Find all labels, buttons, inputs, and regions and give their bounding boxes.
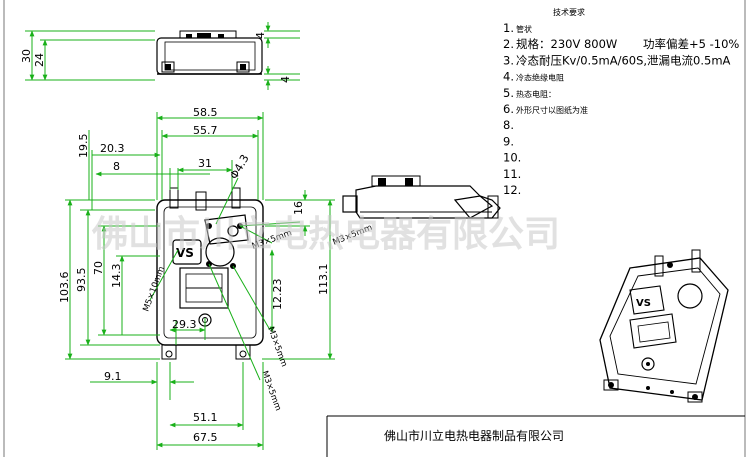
dim-14-3: 14.3 [110,264,123,289]
dim-55-7: 55.7 [193,124,218,137]
drawing-frame [3,0,746,457]
dim-12-23: 12.23 [271,279,284,311]
note-text: 冷态绝缘电阻 [516,73,564,83]
note-number: 3. [503,53,514,67]
dim-30: 30 [20,49,33,63]
note-text: 冷态耐压Kv/0.5mA/60S,泄漏电流0.5mA [516,53,731,67]
note-number: 1. [503,21,514,35]
dim-phi-4-3: Φ4.3 [227,152,251,181]
dim-m3-c: M3×5mm [265,326,289,369]
top-view: 30 24 4 4 [20,22,300,90]
note-number: 6. [503,102,514,116]
note-text: 热态电阻： [516,89,556,99]
dim-24: 24 [33,53,46,67]
dim-51-1: 51.1 [193,411,218,424]
note-number: 2. [503,37,514,51]
note-number: 9. [503,134,514,148]
note-text: 规格：230V 800W [516,37,617,51]
dim-9-1: 9.1 [104,370,122,383]
note-text: 外形尺寸以图纸为准 [516,105,588,115]
note-number: 12. [503,183,521,197]
technical-notes: 技术要求 1.管状2.规格：230V 800W 功率偏差+5 -10% 3.冷态耐压… [503,7,739,197]
note-number: 5. [503,86,514,100]
dim-20-3: 20.3 [100,142,125,155]
title-block-company: 佛山市川立电热电器制品有限公司 [384,428,564,443]
note-text: 管状 [516,24,532,34]
note-number: 8. [503,118,514,132]
dim-70: 70 [92,261,105,275]
dim-19-5: 19.5 [77,134,90,159]
note-number: 10. [503,151,521,165]
notes-heading: 技术要求 [553,7,585,17]
dim-31: 31 [198,157,212,170]
dim-103-6: 103.6 [58,272,71,304]
dim-16: 16 [292,201,305,215]
dim-58-5: 58.5 [193,106,218,119]
dim-8: 8 [113,160,120,173]
dim-29-3: 29.3 [172,318,197,331]
part-logo: VS [176,246,194,260]
side-view [342,175,501,219]
iso-logo: VS [636,298,651,309]
note-number: 4. [503,70,514,84]
watermark: 佛山市川立电热电器有限公司 [91,214,560,255]
dim-m5: M5×10mm [141,265,167,313]
front-dimensions: 58.5 55.7 20.3 8 31 19.5 Φ4.3 103.6 93.5… [58,106,374,450]
dim-93-5: 93.5 [75,268,88,293]
note-extra: 功率偏差+5 -10% [643,37,739,51]
note-number: 11. [503,167,521,181]
iso-view: VS [599,249,729,403]
dim-4-top: 4 [254,32,267,39]
dim-113-1: 113.1 [317,264,330,296]
dim-4-bottom: 4 [279,76,292,83]
dim-67-5: 67.5 [193,431,218,444]
